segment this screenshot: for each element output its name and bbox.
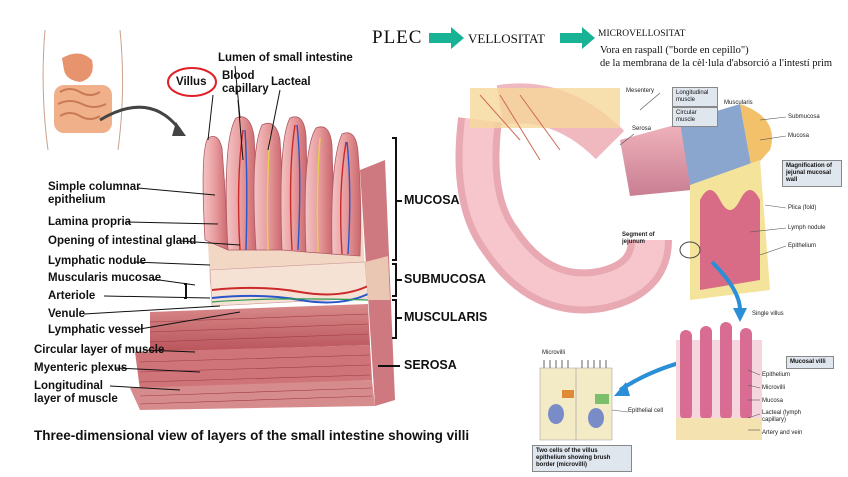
label-longitudinal-layer: Longitudinal layer of muscle (34, 380, 118, 405)
label-arteriole: Arteriole (48, 290, 96, 302)
label-simple-columnar-epithelium: Simple columnar epithelium (48, 181, 141, 206)
villus-highlight-ring (167, 67, 217, 97)
rlabel-villus-microvilli: Microvilli (762, 385, 785, 391)
label-blood-capillary: Blood capillary (222, 70, 269, 95)
rlabel-epithelium: Epithelium (788, 243, 817, 249)
rlabel-two-cells: Two cells of the villus epithelium showi… (532, 445, 632, 472)
rlabel-artery-vein: Artery and vein (762, 430, 803, 436)
region-brackets (184, 137, 402, 367)
rlabel-lymph-nodule: Lymph nodule (788, 225, 826, 231)
label-myenteric-plexus: Myenteric plexus (34, 362, 128, 374)
label-circular-layer: Circular layer of muscle (34, 344, 165, 356)
rlabel-longitudinal-muscle: Longitudinal muscle (672, 87, 718, 107)
label-lumen: Lumen of small intestine (218, 52, 353, 64)
figure-caption: Three-dimensional view of layers of the … (34, 428, 470, 443)
zoom-arrow (99, 105, 182, 131)
label-lamina-propria: Lamina propria (48, 216, 132, 228)
rlabel-mucosal-villi: Mucosal villi (786, 356, 834, 369)
label-opening-intestinal-gland: Opening of intestinal gland (48, 235, 197, 247)
rlabel-single-villus: Single villus (752, 311, 784, 317)
rlabel-plica: Plica (fold) (788, 205, 817, 211)
label-villus: Villus (176, 76, 207, 88)
label-venule: Venule (48, 308, 86, 320)
rlabel-mucosa: Mucosa (788, 133, 810, 139)
rlabel-villus-mucosa: Mucosa (762, 398, 784, 404)
label-muscularis-mucosae: Muscularis mucosae (48, 272, 162, 284)
region-muscularis: MUSCULARIS (404, 310, 488, 324)
rlabel-segment-jejunum: Segment of jejunum (622, 232, 655, 245)
region-serosa: SEROSA (404, 358, 457, 372)
leader-lines (83, 65, 281, 391)
rlabel-lacteal: Lacteal (lymph capillary) (762, 410, 802, 423)
region-mucosa: MUCOSA (404, 193, 460, 207)
intestine-thumbnail (54, 53, 112, 133)
flow-step-plec: PLEC (372, 27, 423, 48)
torso-sketch (42, 29, 124, 151)
flow-note-line1: Vora en raspall ("borde en cepillo") (600, 45, 749, 56)
label-lymphatic-vessel: Lymphatic vessel (48, 324, 144, 336)
flow-note-line2: de la membrana de la cèl·lula d'absorció… (600, 58, 833, 69)
flow-arrows (429, 27, 595, 49)
rlabel-mesentery: Mesentery (626, 88, 655, 94)
rlabel-villus-epithelium: Epithelium (762, 372, 791, 378)
tissue-block (130, 116, 395, 410)
label-lacteal: Lacteal (271, 76, 311, 88)
flow-step-vellositat: VELLOSITAT (468, 31, 545, 46)
rlabel-epithelial-cell: Epithelial cell (628, 408, 664, 414)
rlabel-serosa: Serosa (632, 126, 652, 132)
rlabel-circular-muscle: Circular muscle (672, 107, 718, 127)
rlabel-magnification: Magnification of jejunal mucosal wall (782, 160, 842, 187)
rlabel-microvilli: Microvilli (542, 350, 565, 356)
label-lymphatic-nodule: Lymphatic nodule (48, 255, 146, 267)
jejunum-illustration (455, 83, 772, 441)
rlabel-submucosa: Submucosa (788, 114, 820, 120)
flow-step-microvellositat: MICROVELLOSITAT (598, 29, 686, 39)
rlabel-muscularis: Muscularis (724, 100, 753, 106)
region-submucosa: SUBMUCOSA (404, 272, 486, 286)
